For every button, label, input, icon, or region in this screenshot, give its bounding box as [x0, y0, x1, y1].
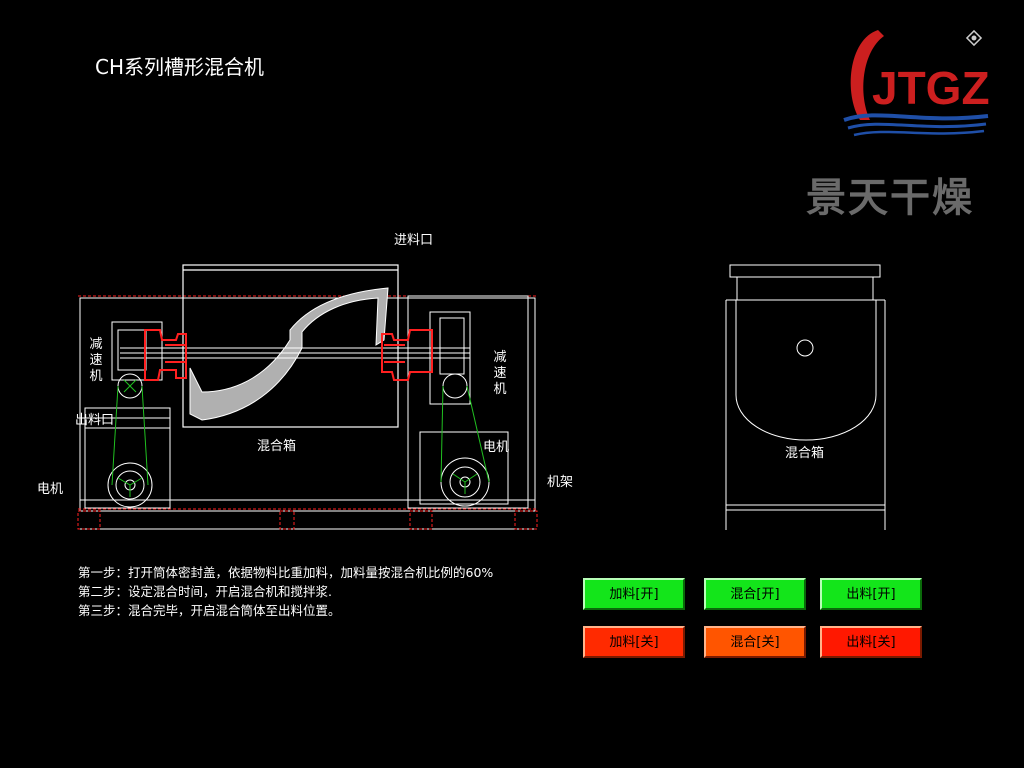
- label-feed-inlet: 进料口: [394, 233, 434, 248]
- side-view: [725, 264, 886, 530]
- left-coupling: [144, 329, 187, 381]
- right-belt: [440, 385, 490, 494]
- step-3: 第三步：混合完毕，开启混合筒体至出料位置。: [78, 603, 341, 618]
- mix-on-button[interactable]: 混合[开]: [704, 578, 806, 610]
- registered-mark-icon: [965, 29, 983, 47]
- logo-text: JTGZ: [872, 62, 990, 114]
- logo-mark: JTGZ: [843, 29, 990, 137]
- label-frame: 机架: [547, 475, 574, 490]
- mix-off-button[interactable]: 混合[关]: [704, 626, 806, 658]
- discharge-off-button[interactable]: 出料[关]: [820, 626, 922, 658]
- label-motor-right: 电机: [483, 440, 510, 455]
- brand-logo: JTGZ: [843, 29, 990, 137]
- right-coupling: [381, 329, 433, 381]
- label-mixing-box-side: 混合箱: [785, 446, 825, 461]
- page-title: CH系列槽形混合机: [95, 55, 265, 79]
- step-1: 第一步：打开筒体密封盖，依据物料比重加料，加料量按混合机比例的60%: [78, 565, 494, 580]
- mixer-diagram: [77, 264, 886, 530]
- ribbon-blade: [189, 287, 389, 421]
- label-motor-left: 电机: [37, 482, 64, 497]
- main-shaft: [120, 347, 470, 359]
- right-drive: [407, 295, 529, 509]
- left-belt: [111, 379, 149, 497]
- label-discharge-outlet: 出料口: [75, 413, 115, 428]
- label-mixing-box-front: 混合箱: [257, 439, 297, 454]
- feed-on-button[interactable]: 加料[开]: [583, 578, 685, 610]
- label-reducer-right: 减速机: [493, 350, 507, 397]
- feed-off-button[interactable]: 加料[关]: [583, 626, 685, 658]
- operation-steps: 第一步：打开筒体密封盖，依据物料比重加料，加料量按混合机比例的60% 第二步：设…: [78, 563, 493, 620]
- label-reducer-left: 减速机: [89, 337, 103, 384]
- machine-frame: [79, 297, 536, 530]
- discharge-on-button[interactable]: 出料[开]: [820, 578, 922, 610]
- step-2: 第二步：设定混合时间，开启混合机和搅拌浆.: [78, 584, 332, 599]
- brand-caption: 景天干燥: [806, 175, 974, 221]
